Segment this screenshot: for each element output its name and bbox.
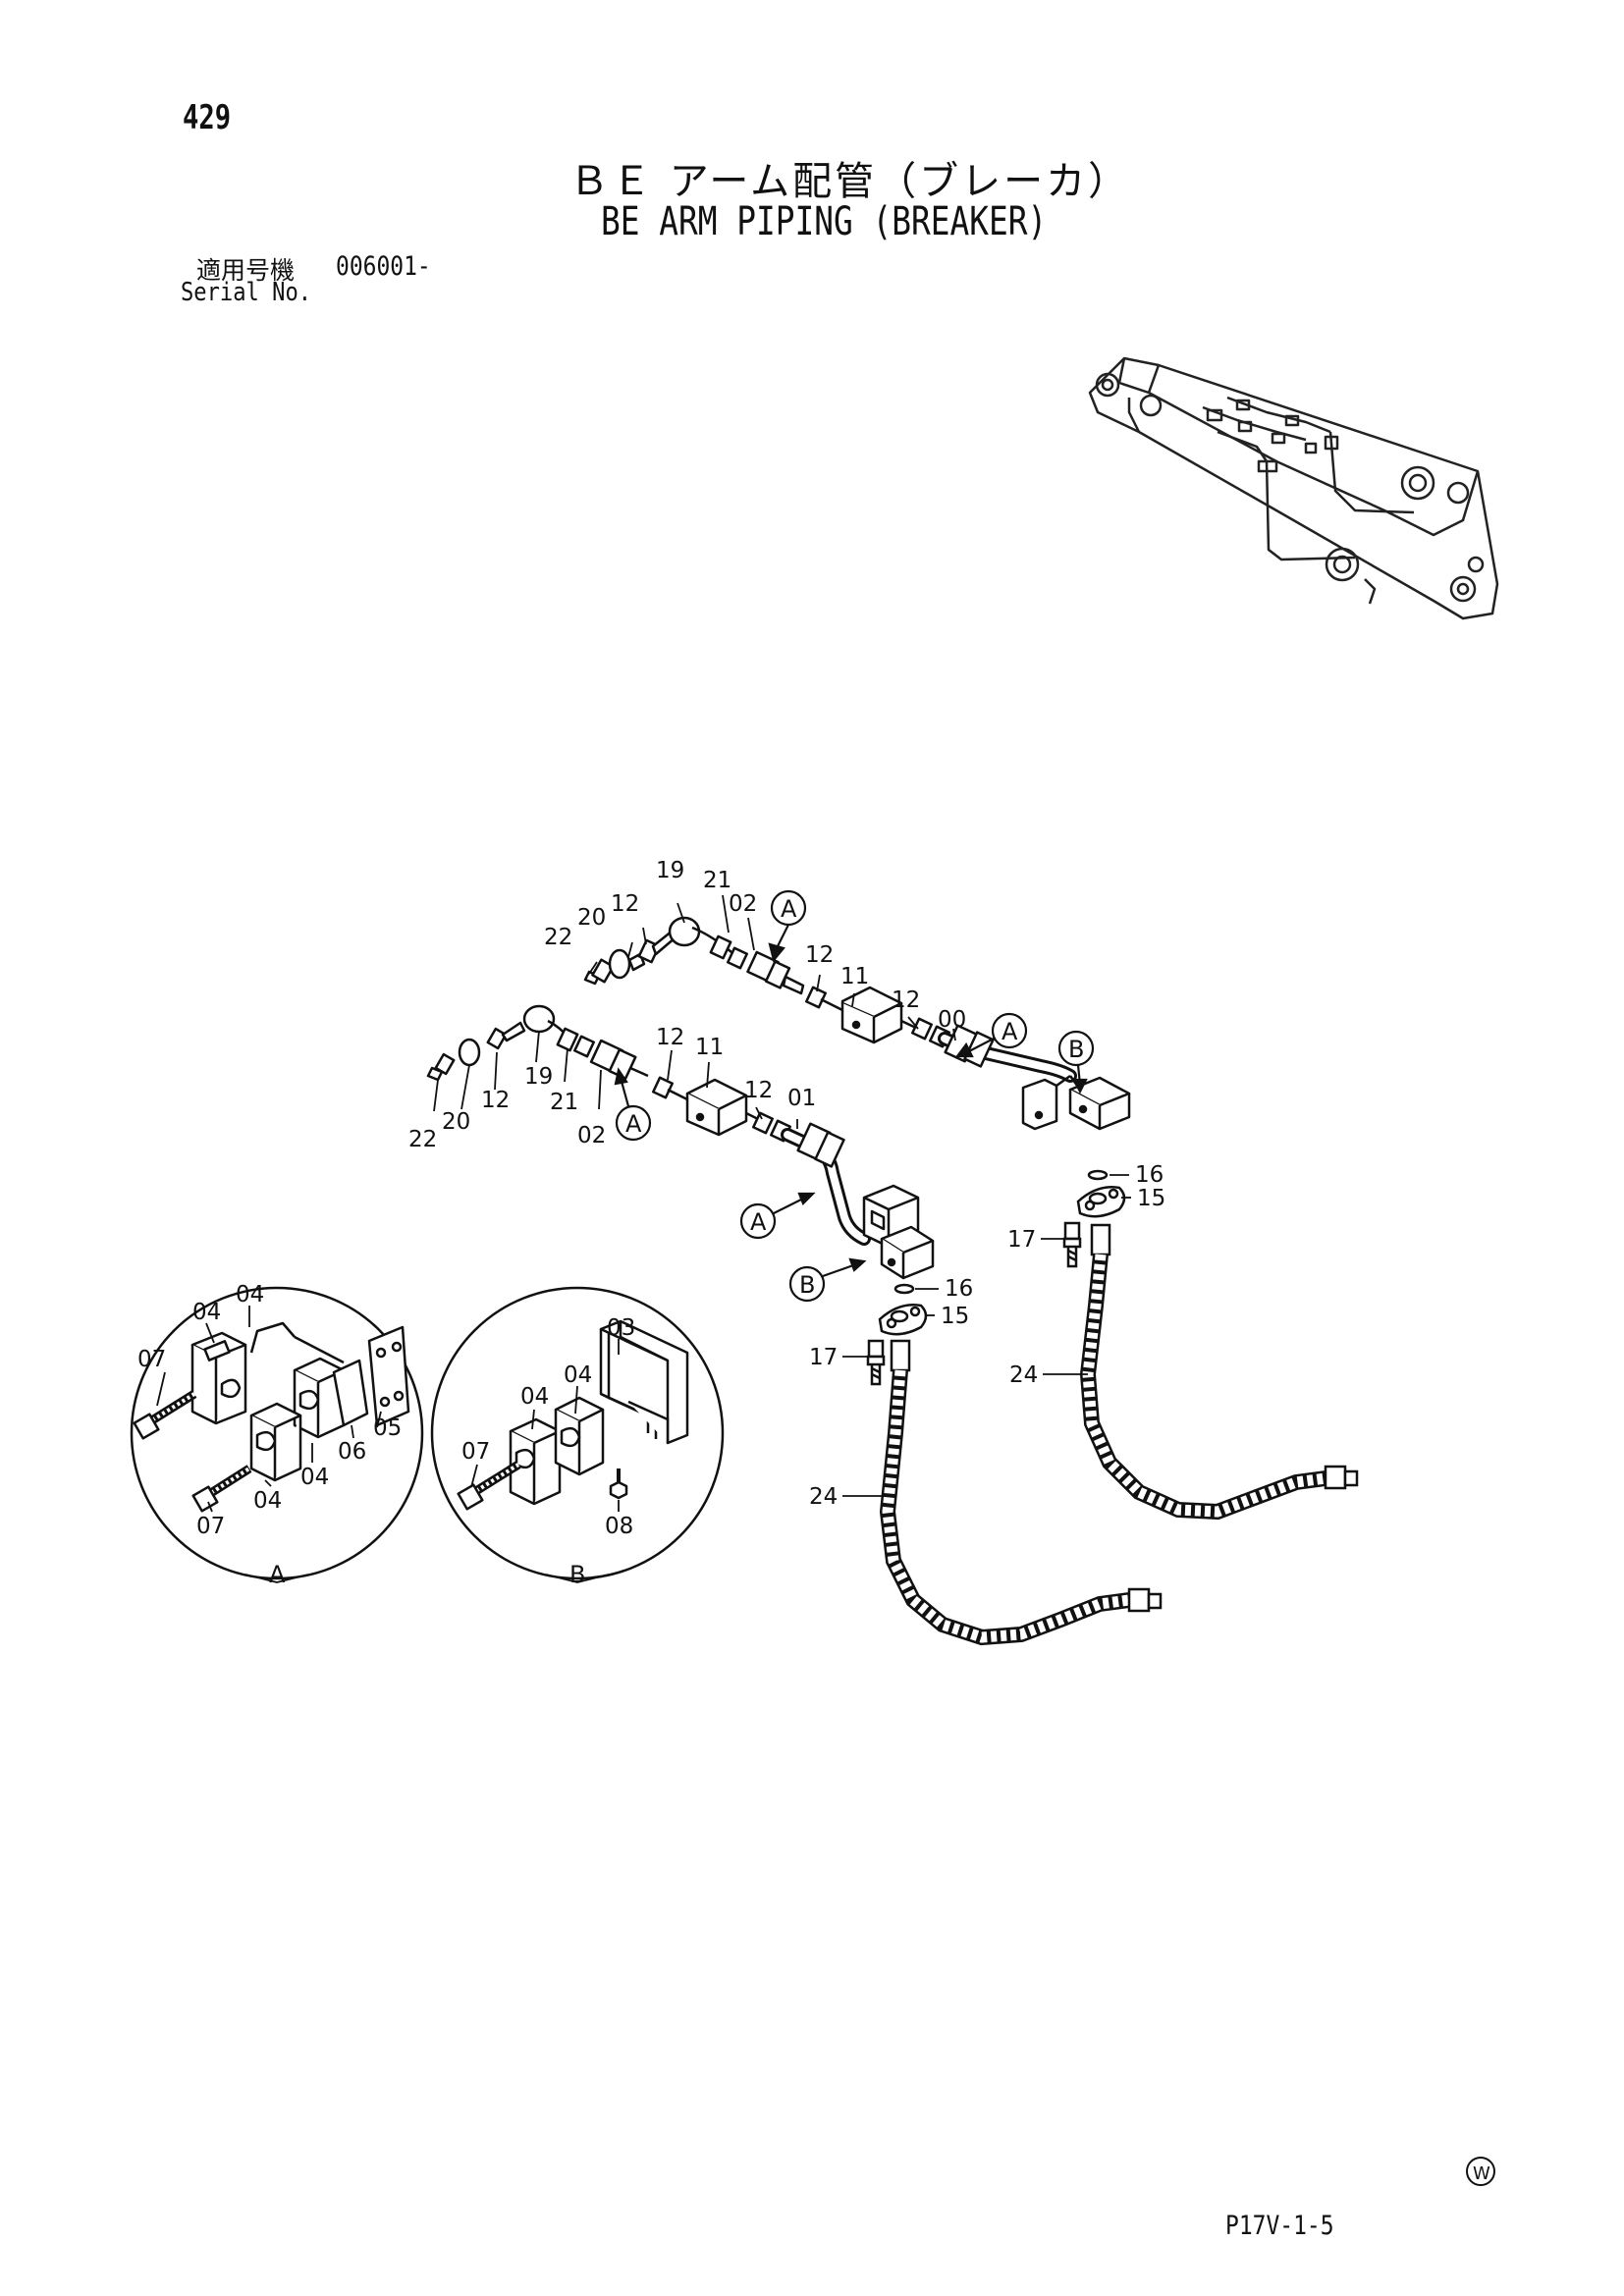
part-label: 15 [1137, 1186, 1165, 1211]
leader-lines [433, 894, 1131, 1497]
detail-a-label: 04 [192, 1300, 221, 1325]
callout-a: A [750, 1208, 767, 1236]
detail-a-label: 04 [300, 1465, 329, 1490]
part-label: 21 [550, 1090, 578, 1115]
callout-a: A [625, 1110, 642, 1138]
callout-b: B [799, 1271, 815, 1299]
upper-flange-group [1062, 1169, 1126, 1268]
detail-b-label: 07 [461, 1439, 490, 1465]
part-label: 01 [787, 1086, 816, 1111]
part-label: 16 [1135, 1162, 1164, 1188]
detail-a-label: 07 [196, 1514, 225, 1539]
detail-b-caption: B [569, 1561, 585, 1588]
part-label: 17 [1007, 1227, 1036, 1253]
serial-label-english: Serial No. [181, 278, 312, 307]
detail-b [430, 1286, 725, 1583]
title-english: BE ARM PIPING (BREAKER) [601, 199, 1048, 244]
part-label: 02 [577, 1123, 606, 1148]
part-label: 12 [656, 1025, 684, 1050]
detail-b-label: 04 [520, 1384, 549, 1410]
callout-markers [614, 889, 1095, 1303]
part-label: 20 [577, 905, 606, 931]
part-label: 11 [840, 964, 869, 989]
arm-locator-sketch [1088, 356, 1499, 620]
detail-a [130, 1286, 424, 1583]
part-label: 19 [524, 1064, 553, 1090]
part-label: 16 [945, 1276, 973, 1302]
part-label: 12 [481, 1088, 510, 1113]
title-japanese: ＢＥ アーム配管（ブレーカ） [569, 159, 1131, 204]
detail-a-label: 05 [373, 1415, 402, 1441]
detail-b-labels: 03 04 04 07 08 B [461, 1315, 635, 1588]
part-labels: 19 21 02 12 20 22 12 11 12 00 12 11 12 0… [408, 858, 1165, 1510]
part-label: 15 [941, 1304, 969, 1329]
callout-letters: A A B A A B [625, 895, 1084, 1299]
part-label: 12 [744, 1078, 773, 1103]
part-label: 12 [611, 891, 639, 917]
hose-left [879, 1339, 1163, 1646]
part-label: 22 [544, 925, 572, 950]
part-label: 24 [1009, 1362, 1038, 1388]
part-label: 02 [729, 891, 757, 917]
w-mark-letter: W [1473, 2163, 1490, 2184]
detail-a-label: 07 [137, 1347, 166, 1372]
part-label: 12 [892, 988, 920, 1013]
callout-a: A [1001, 1018, 1018, 1045]
w-mark: W [1466, 2157, 1495, 2186]
part-label: 22 [408, 1127, 437, 1152]
page-number: 429 [183, 98, 232, 137]
part-label: 19 [656, 858, 684, 883]
part-label: 20 [442, 1109, 470, 1135]
detail-a-caption: A [269, 1561, 286, 1588]
part-label: 12 [805, 942, 834, 968]
detail-b-label: 04 [564, 1362, 592, 1388]
detail-a-label: 04 [236, 1282, 264, 1308]
serial-number-value: 006001- [336, 251, 431, 282]
callout-b: B [1068, 1036, 1084, 1063]
part-label: 11 [695, 1035, 724, 1060]
lower-flange-group [866, 1283, 928, 1386]
detail-b-label: 03 [607, 1315, 635, 1341]
hose-right [1079, 1223, 1359, 1521]
callout-a: A [781, 895, 797, 923]
part-label: 21 [703, 868, 731, 893]
detail-a-labels: 04 04 07 05 06 04 04 07 A [137, 1282, 402, 1588]
serial-label-japanese: 適用号機 [196, 256, 296, 285]
detail-a-label: 04 [253, 1488, 282, 1514]
part-label: 24 [809, 1484, 838, 1510]
part-label: 00 [938, 1007, 966, 1033]
lower-pipe-assembly [426, 1004, 935, 1280]
page-code: P17V-1-5 [1225, 2211, 1334, 2241]
detail-a-label: 06 [338, 1439, 366, 1465]
detail-b-label: 08 [605, 1514, 633, 1539]
part-label: 17 [809, 1345, 838, 1370]
